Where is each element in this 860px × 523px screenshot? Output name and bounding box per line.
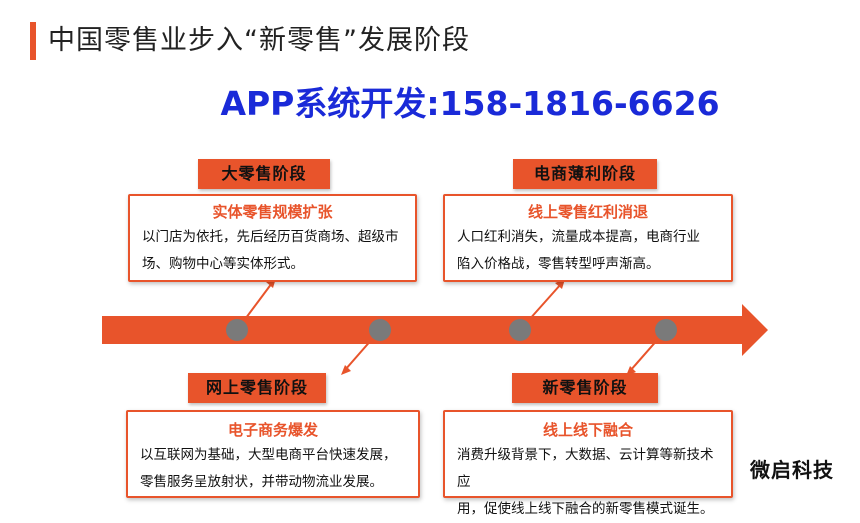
watermark-text: 微启科技 (750, 458, 834, 482)
stage-card-1: 实体零售规模扩张 以门店为依托，先后经历百货商场、超级市 场、购物中心等实体形式… (128, 194, 417, 282)
stage-tag-3: 电商薄利阶段 (513, 159, 657, 189)
card-title-1: 实体零售规模扩张 (212, 203, 333, 221)
card-body-1: 以门店为依托，先后经历百货商场、超级市 场、购物中心等实体形式。 (142, 224, 407, 278)
promo-banner: APP系统开发:158-1816-6626 (220, 84, 720, 123)
card-body-1-line-1: 以门店为依托，先后经历百货商场、超级市 (142, 229, 399, 245)
card-body-1-line-2: 场、购物中心等实体形式。 (142, 256, 304, 272)
card-body-2-line-1: 以互联网为基础，大型电商平台快速发展， (140, 447, 397, 463)
card-body-2: 以互联网为基础，大型电商平台快速发展， 零售服务呈放射状，并带动物流业发展。 (140, 442, 410, 496)
card-body-2-line-2: 零售服务呈放射状，并带动物流业发展。 (140, 474, 383, 490)
timeline-graphic (102, 278, 768, 376)
stage-tag-1: 大零售阶段 (198, 159, 330, 189)
card-body-3: 人口红利消失，流量成本提高，电商行业 陷入价格战，零售转型呼声渐高。 (457, 224, 723, 278)
stage-card-3: 线上零售红利消退 人口红利消失，流量成本提高，电商行业 陷入价格战，零售转型呼声… (443, 194, 733, 282)
card-body-4: 消费升级背景下，大数据、云计算等新技术应 用，促使线上线下融合的新零售模式诞生。 (457, 442, 723, 523)
card-body-3-line-2: 陷入价格战，零售转型呼声渐高。 (457, 256, 660, 272)
card-title-2: 电子商务爆发 (227, 421, 318, 439)
card-body-4-line-1: 消费升级背景下，大数据、云计算等新技术应 (457, 447, 714, 490)
timeline-arrow (102, 304, 768, 356)
stage-tag-4: 新零售阶段 (512, 373, 658, 403)
stage-card-2: 电子商务爆发 以互联网为基础，大型电商平台快速发展， 零售服务呈放射状，并带动物… (126, 410, 420, 498)
title-accent-bar (30, 22, 36, 60)
timeline-dot-1 (226, 319, 248, 341)
page-title: 中国零售业步入“新零售”发展阶段 (48, 25, 470, 56)
card-body-3-line-1: 人口红利消失，流量成本提高，电商行业 (457, 229, 700, 245)
stage-card-4: 线上线下融合 消费升级背景下，大数据、云计算等新技术应 用，促使线上线下融合的新… (443, 410, 733, 517)
card-title-4: 线上线下融合 (542, 421, 633, 439)
stage-tag-2: 网上零售阶段 (188, 373, 326, 403)
timeline-dot-2 (369, 319, 391, 341)
card-body-4-line-2: 用，促使线上线下融合的新零售模式诞生。 (457, 501, 714, 517)
timeline-dot-3 (509, 319, 531, 341)
timeline-dot-4 (655, 319, 677, 341)
connector-2-head (341, 365, 351, 375)
card-title-3: 线上零售红利消退 (527, 203, 648, 221)
